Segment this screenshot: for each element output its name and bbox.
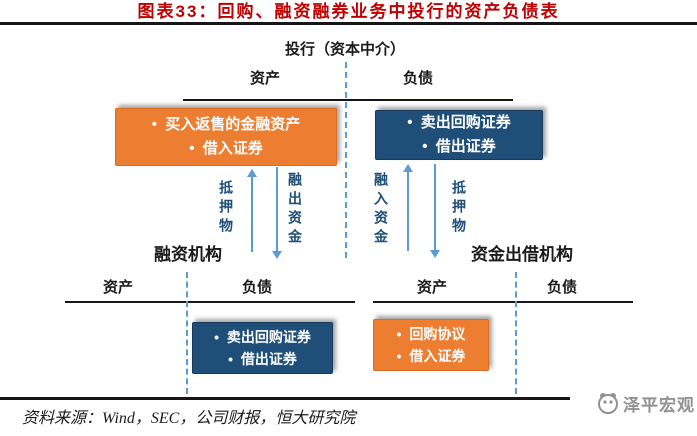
ib-sheet-line xyxy=(183,99,513,101)
fi-liability-box-list: 卖出回购证券 借出证券 xyxy=(210,326,315,371)
ib-liabilities-label: 负债 xyxy=(402,70,434,87)
fl-sheet-divider xyxy=(515,272,517,394)
financing-institution-header: 融资机构 xyxy=(154,245,222,264)
fi-liability-item: 卖出回购证券 xyxy=(214,326,311,348)
figure-title: 图表33：回购、融资融券业务中投行的资产负债表 xyxy=(134,0,563,24)
arrow-up-icon xyxy=(247,169,257,177)
arrow-shaft xyxy=(276,167,278,251)
collateral-down-label: 抵押物 xyxy=(451,180,467,237)
fl-asset-box-list: 回购协议 借入证券 xyxy=(393,323,470,368)
bottom-rule xyxy=(0,397,697,400)
top-rule xyxy=(0,22,697,25)
ib-asset-box-list: 买入返售的金融资产 借入证券 xyxy=(148,113,305,161)
ib-asset-item: 借入证券 xyxy=(152,137,301,161)
figure-number: 图表33： xyxy=(137,2,218,21)
arrow-shaft xyxy=(251,176,253,252)
arrow-shaft xyxy=(434,164,436,250)
investment-bank-header: 投行（资本中介） xyxy=(284,41,406,58)
fi-liability-box: 卖出回购证券 借出证券 xyxy=(192,322,333,374)
arrow-up-icon xyxy=(403,164,413,172)
ib-asset-box: 买入返售的金融资产 借入证券 xyxy=(115,108,337,166)
collateral-up-label: 抵押物 xyxy=(218,180,234,237)
ib-liability-item: 卖出回购证券 xyxy=(407,111,511,135)
fl-asset-item: 借入证券 xyxy=(397,345,465,367)
figure-title-text: 回购、融资融券业务中投行的资产负债表 xyxy=(217,2,560,21)
ib-sheet-divider xyxy=(345,62,347,258)
title-row: 图表33：回购、融资融券业务中投行的资产负债表 xyxy=(0,0,697,24)
fi-sheet-divider xyxy=(186,272,188,394)
ib-liability-item: 借出证券 xyxy=(407,135,511,159)
fl-liabilities-label: 负债 xyxy=(546,279,578,296)
fl-assets-label: 资产 xyxy=(416,279,448,296)
ib-liability-box: 卖出回购证券 借出证券 xyxy=(375,110,543,160)
fl-sheet-line xyxy=(373,301,633,303)
fi-liability-item: 借出证券 xyxy=(214,348,311,370)
funds-in-label: 融入资金 xyxy=(373,172,389,248)
ib-asset-item: 买入返售的金融资产 xyxy=(152,113,300,137)
panda-icon xyxy=(598,393,618,414)
fl-asset-box: 回购协议 借入证券 xyxy=(373,319,489,371)
ib-liability-box-list: 卖出回购证券 借出证券 xyxy=(403,111,515,159)
arrow-down-icon xyxy=(272,251,282,259)
arrow-shaft xyxy=(407,171,409,251)
fi-assets-label: 资产 xyxy=(102,279,134,296)
fi-liabilities-label: 负债 xyxy=(241,279,273,296)
brand-name: 泽平宏观 xyxy=(623,395,695,415)
brand-logo: 泽平宏观 xyxy=(570,387,697,419)
arrow-down-icon xyxy=(430,250,440,258)
source-note: 资料来源：Wind，SEC，公司财报，恒大研究院 xyxy=(22,410,356,427)
ib-assets-label: 资产 xyxy=(249,70,281,87)
fl-asset-item: 回购协议 xyxy=(397,323,465,345)
fi-sheet-line xyxy=(65,301,355,303)
fund-lender-header: 资金出借机构 xyxy=(471,245,573,264)
funds-out-label: 融出资金 xyxy=(287,172,303,248)
